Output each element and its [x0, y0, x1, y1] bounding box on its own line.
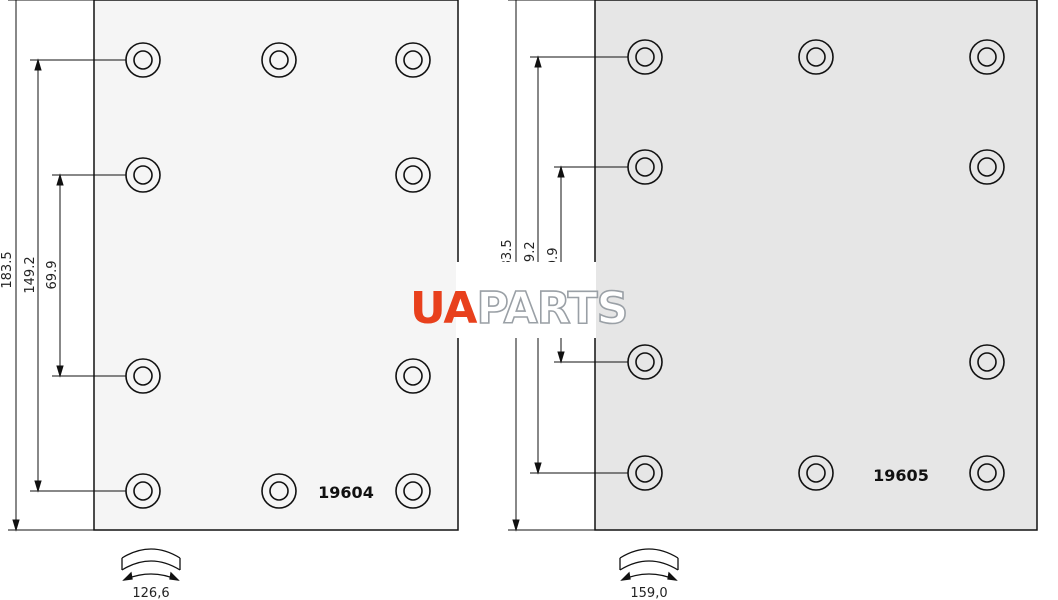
rivet-hole — [798, 455, 834, 491]
rivet-hole — [627, 344, 663, 380]
left-dim-outer-holes: 149.2 — [23, 256, 38, 293]
left-arc-width: 126,6 — [132, 586, 169, 600]
rivet-hole — [969, 344, 1005, 380]
rivet-hole — [125, 473, 161, 509]
left-pad-outline — [93, 0, 459, 531]
rivet-hole — [395, 358, 431, 394]
rivet-hole — [125, 358, 161, 394]
watermark-logo: UAPARTS — [410, 283, 627, 334]
rivet-hole — [395, 157, 431, 193]
right-pad: 183.5 149.2 69.9 19605 159,0 — [500, 0, 1038, 600]
rivet-hole — [261, 473, 297, 509]
right-arc-symbol — [619, 548, 679, 581]
rivet-hole — [395, 42, 431, 78]
rivet-hole — [627, 39, 663, 75]
watermark-parts: PARTS — [476, 283, 627, 334]
watermark-backdrop — [456, 262, 596, 338]
right-pad-outline — [594, 0, 1038, 531]
right-arc-width: 159,0 — [630, 586, 667, 600]
left-rivet-holes — [125, 42, 431, 509]
rivet-hole — [969, 39, 1005, 75]
watermark-ua: UA — [410, 283, 477, 334]
left-arc-symbol — [121, 548, 181, 581]
rivet-hole — [125, 42, 161, 78]
left-dim-inner-holes: 69.9 — [45, 261, 60, 290]
right-part-number: 19605 — [873, 466, 929, 485]
rivet-hole — [395, 473, 431, 509]
right-rivet-holes — [627, 39, 1005, 491]
rivet-hole — [261, 42, 297, 78]
left-extension-lines — [8, 0, 126, 531]
rivet-hole — [627, 149, 663, 185]
left-part-number: 19604 — [318, 483, 374, 502]
rivet-hole — [969, 149, 1005, 185]
right-extension-lines — [508, 0, 628, 531]
rivet-hole — [798, 39, 834, 75]
left-dimension-lines — [12, 0, 64, 532]
rivet-hole — [627, 455, 663, 491]
uaparts-watermark: UAPARTS — [410, 262, 629, 338]
rivet-hole — [969, 455, 1005, 491]
rivet-hole — [125, 157, 161, 193]
left-dim-overall: 183.5 — [0, 251, 15, 288]
left-pad: 183.5 149.2 69.9 19604 126,6 — [0, 0, 459, 600]
